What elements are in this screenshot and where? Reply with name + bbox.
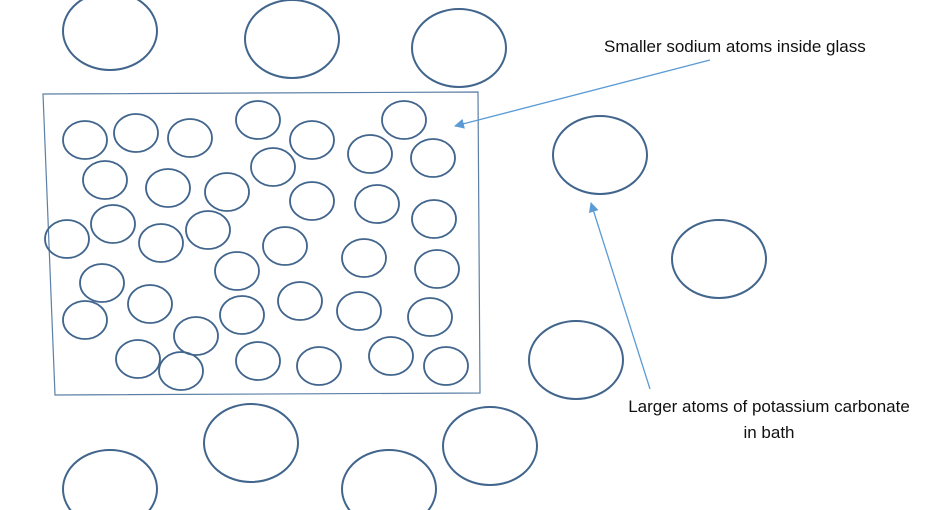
small-atom — [235, 100, 281, 140]
small-atom — [235, 341, 281, 381]
small-atom — [185, 210, 231, 250]
large-atom — [411, 8, 507, 88]
small-atom — [79, 263, 125, 303]
large-atom — [528, 320, 624, 400]
label-large-line1: Larger atoms of potassium carbonate — [628, 397, 910, 416]
small-atom — [90, 204, 136, 244]
arrow-to-small-atoms — [454, 59, 711, 129]
label-small-sodium-atoms: Smaller sodium atoms inside glass — [604, 37, 866, 56]
small-atom — [204, 172, 250, 212]
small-atom — [262, 226, 308, 266]
small-atom — [145, 168, 191, 208]
large-atom — [62, 449, 158, 510]
small-atom — [214, 251, 260, 291]
small-atom — [368, 336, 414, 376]
small-atom — [410, 138, 456, 178]
arrow-to-large-atoms — [588, 202, 651, 390]
small-atom — [219, 295, 265, 335]
small-atom — [173, 316, 219, 356]
label-large-potassium-atoms: Larger atoms of potassium carbonate in b… — [599, 394, 939, 446]
small-atom — [336, 291, 382, 331]
small-atom — [115, 339, 161, 379]
small-atom — [296, 346, 342, 386]
small-atom — [289, 120, 335, 160]
small-atom — [82, 160, 128, 200]
small-atom — [407, 297, 453, 337]
small-atom — [423, 346, 469, 386]
small-atom — [381, 100, 427, 140]
small-atom — [347, 134, 393, 174]
large-atom — [671, 219, 767, 299]
small-atom — [414, 249, 460, 289]
large-atom — [442, 406, 538, 486]
large-atoms-group — [62, 0, 767, 510]
glass-boundary — [42, 91, 481, 396]
small-atom — [44, 219, 90, 259]
small-atom — [354, 184, 400, 224]
small-atom — [250, 147, 296, 187]
small-atoms-group — [44, 100, 469, 391]
large-atom — [341, 449, 437, 510]
label-large-line2: in bath — [743, 423, 795, 442]
small-atom — [411, 199, 457, 239]
small-atom — [127, 284, 173, 324]
large-atom — [244, 0, 340, 79]
small-atom — [113, 113, 159, 153]
small-atom — [62, 300, 108, 340]
small-atom — [341, 238, 387, 278]
small-atom — [167, 118, 213, 158]
small-atom — [277, 281, 323, 321]
small-atom — [158, 351, 204, 391]
large-atom — [552, 115, 648, 195]
small-atom — [138, 223, 184, 263]
small-atom — [62, 120, 108, 160]
large-atom — [62, 0, 158, 71]
large-atom — [203, 403, 299, 483]
small-atom — [289, 181, 335, 221]
